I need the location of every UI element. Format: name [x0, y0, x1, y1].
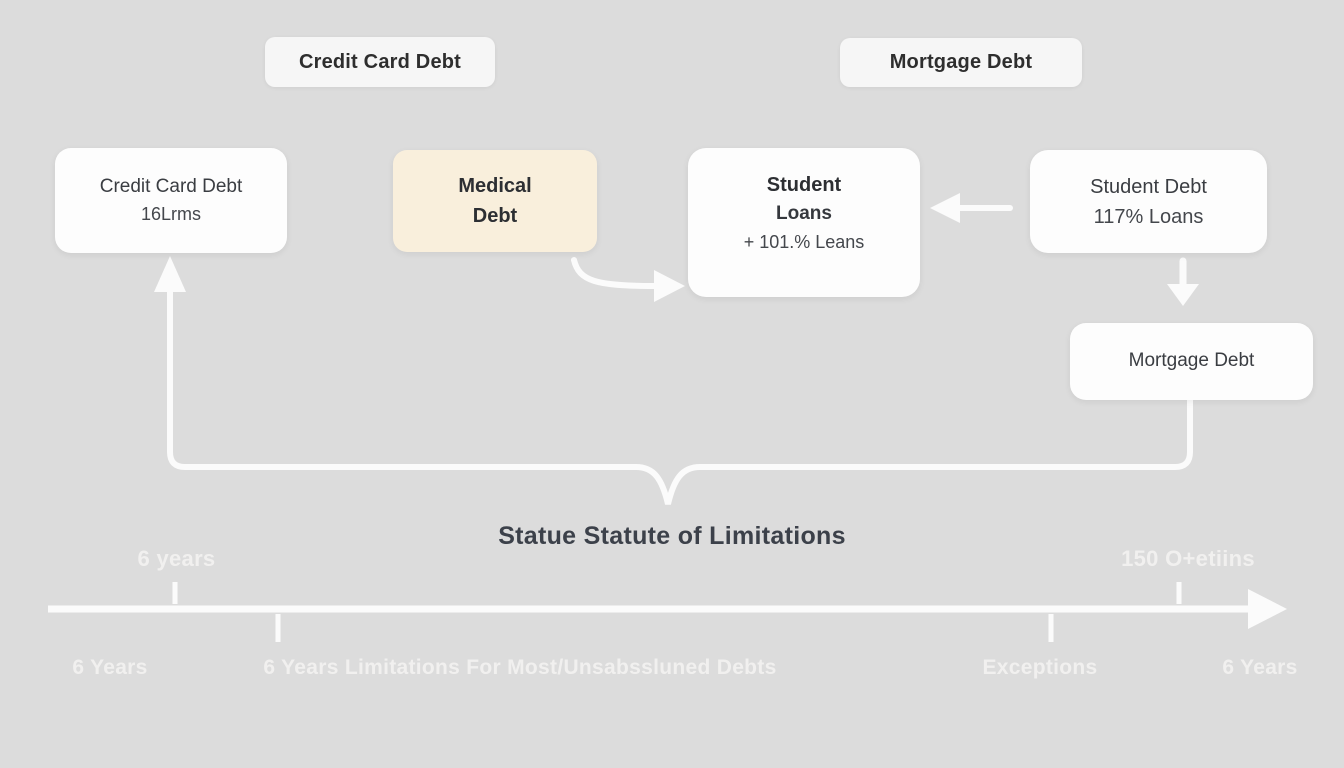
credit-card-debt-pill: Credit Card Debt	[265, 37, 495, 87]
up-arrowhead-icon	[154, 256, 186, 292]
timeline-label-right: 150 O+etiins	[1121, 546, 1255, 571]
timeline-bottom-label: Exceptions	[982, 656, 1098, 679]
curved-arrow-shaft	[571, 257, 657, 289]
node-label: Mortgage Debt	[1128, 350, 1255, 372]
timeline-bottom-label: 6 Years	[1222, 656, 1298, 679]
student-debt-node: Student Debt 117% Loans	[1030, 150, 1267, 253]
right-arrowhead-icon	[654, 270, 685, 302]
down-arrowhead-icon	[1167, 284, 1199, 306]
bracket-connector-line	[167, 285, 1193, 505]
student-loans-node: Student Loans + 101.% Leans	[688, 148, 920, 297]
node-label: Credit Card Debt	[99, 175, 243, 197]
timeline-label-left: 6 years	[137, 546, 216, 571]
left-arrowhead-icon	[930, 193, 960, 223]
diagram-title: Statue Statute of Limitations	[498, 522, 846, 550]
node-label: Student Debt	[1090, 175, 1207, 198]
node-sublabel: + 101.% Leans	[743, 231, 865, 252]
node-label: Debt	[472, 205, 518, 227]
node-sublabel: 117% Loans	[1093, 205, 1204, 228]
timeline-bottom-label: 6 Years Limitations For Most/Unsabsslune…	[263, 656, 777, 679]
mortgage-debt-pill: Mortgage Debt	[840, 38, 1082, 87]
node-label: Student	[766, 174, 842, 196]
timeline-bottom-label: 6 Years	[72, 656, 148, 679]
credit-card-debt-node: Credit Card Debt 16Lrms	[55, 148, 287, 253]
node-label: Medical	[458, 175, 532, 197]
medical-debt-node: Medical Debt	[393, 150, 597, 252]
node-label: Loans	[776, 203, 832, 224]
mortgage-debt-node: Mortgage Debt	[1070, 323, 1313, 400]
timeline-arrowhead-icon	[1248, 589, 1287, 629]
node-sublabel: 16Lrms	[140, 204, 202, 225]
